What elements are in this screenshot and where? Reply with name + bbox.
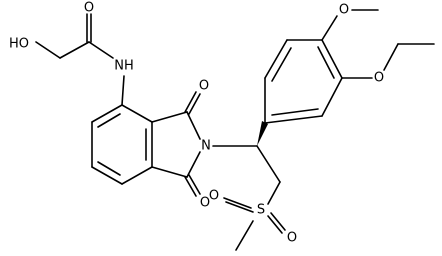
bond bbox=[383, 43, 399, 71]
bond bbox=[256, 145, 281, 183]
imide-ring bbox=[151, 91, 201, 197]
bond bbox=[35, 41, 61, 59]
atom-label-o-upper-imide: O bbox=[199, 79, 209, 94]
bond bbox=[151, 111, 188, 123]
bond bbox=[225, 201, 254, 213]
stereocenter-bonds bbox=[212, 121, 286, 251]
atom-label-o-lower-imide: O bbox=[200, 196, 210, 211]
bond bbox=[271, 47, 292, 82]
bond bbox=[223, 197, 252, 209]
bond bbox=[321, 39, 343, 79]
atom-label-o-sulfonyl-right: O bbox=[287, 231, 297, 246]
bond bbox=[188, 174, 201, 195]
bond bbox=[121, 166, 153, 185]
atom-label-o-carbonyl: O bbox=[84, 1, 94, 16]
benzene-ring-isoindoline bbox=[91, 104, 153, 185]
bond bbox=[186, 111, 201, 140]
bond bbox=[91, 104, 123, 123]
bond bbox=[184, 176, 197, 197]
bond bbox=[59, 41, 90, 59]
atom-label-o-ethoxy: O bbox=[374, 71, 384, 86]
atom-label-ho: HO bbox=[9, 37, 29, 52]
bond bbox=[271, 108, 319, 116]
bond bbox=[321, 15, 338, 41]
bond bbox=[88, 41, 114, 59]
bond bbox=[151, 166, 188, 178]
atom-label-n-imide: N bbox=[201, 139, 211, 154]
atom-label-nh: NH bbox=[114, 59, 134, 74]
bond bbox=[235, 220, 254, 251]
bond bbox=[321, 77, 343, 117]
benzene-ring-dialkoxyphenyl bbox=[264, 39, 343, 124]
bond bbox=[270, 212, 286, 231]
bond bbox=[264, 115, 323, 124]
glycolamide-bonds bbox=[35, 13, 125, 106]
bond bbox=[121, 75, 125, 106]
bond bbox=[97, 161, 121, 176]
bond bbox=[121, 104, 153, 123]
bond bbox=[184, 91, 197, 113]
bond bbox=[97, 113, 121, 128]
bond bbox=[264, 39, 288, 79]
atom-label-o-sulfonyl-left: O bbox=[209, 189, 219, 204]
atom-label-o-methoxy: O bbox=[339, 3, 349, 18]
bond bbox=[186, 151, 201, 178]
atom-label-s-sulfonyl: S bbox=[257, 203, 265, 218]
bond bbox=[267, 215, 283, 234]
wedge-bond bbox=[257, 121, 268, 146]
bond bbox=[267, 181, 281, 205]
bond bbox=[91, 166, 123, 185]
bond bbox=[317, 46, 335, 79]
bond bbox=[188, 93, 201, 115]
alkoxy-substituents bbox=[321, 9, 435, 79]
